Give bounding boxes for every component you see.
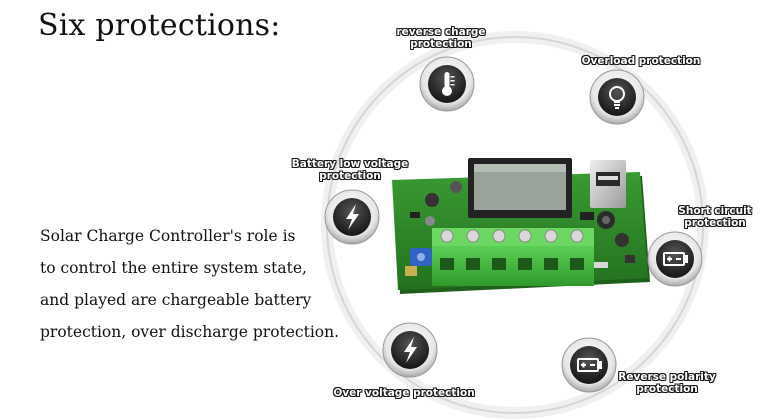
lightbulb-icon — [609, 86, 625, 109]
terminal-block — [432, 228, 594, 286]
board-components — [410, 181, 635, 268]
label-reverse-charge: reverse charge protection — [396, 26, 486, 50]
protection-icon-over-voltage — [382, 322, 438, 378]
lightning-icon — [404, 337, 417, 363]
protection-icon-reverse-polarity — [561, 337, 617, 393]
description-line: Solar Charge Controller's role is — [40, 227, 296, 245]
circuit-board — [392, 158, 650, 294]
protection-icon-short-circuit — [647, 231, 703, 287]
label-short-circuit: Short circuit protection — [678, 205, 752, 229]
label-overload: Overload protection — [581, 55, 701, 67]
battery-icon — [663, 252, 688, 266]
label-reverse-polarity: Reverse polarity protection — [618, 371, 716, 395]
protection-icon-overload — [589, 69, 645, 125]
usb-port — [590, 160, 626, 208]
protection-icon-battery-low-voltage — [324, 189, 380, 245]
thermometer-icon — [442, 72, 455, 96]
lightning-icon — [346, 204, 359, 230]
description-line: and played are chargeable battery — [40, 291, 312, 309]
protection-icon-reverse-charge — [419, 56, 475, 112]
label-battery-low-voltage: Battery low voltage protection — [291, 158, 409, 182]
page-title: Six protections: — [38, 8, 281, 43]
description-line: protection, over discharge protection. — [40, 323, 340, 341]
trimmer-potentiometer — [405, 248, 432, 276]
description-line: to control the entire system state, — [40, 259, 307, 277]
description: Solar Charge Controller's role is to con… — [40, 220, 340, 348]
battery-icon — [577, 358, 602, 372]
label-over-voltage: Over voltage protection — [333, 387, 475, 399]
lcd-display — [468, 158, 572, 218]
